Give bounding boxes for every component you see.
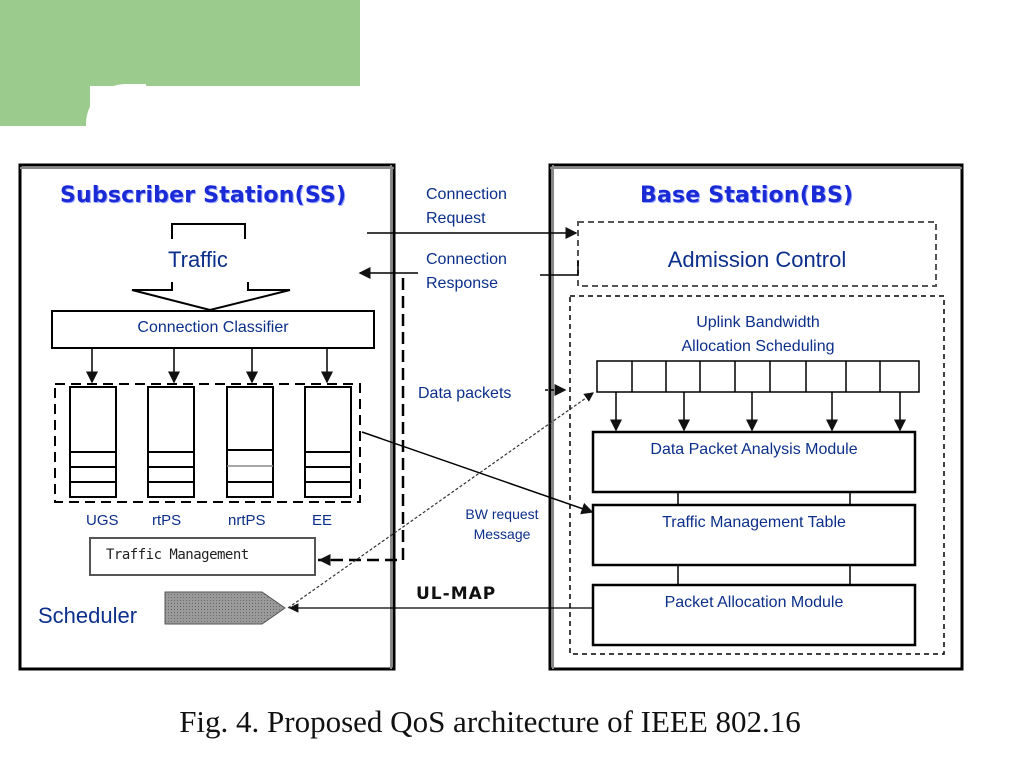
connection-response-arrow (358, 261, 579, 279)
bw-request-arrow (287, 392, 594, 609)
connection-response-line2: Response (426, 275, 499, 292)
traffic-management-table-box (591, 503, 917, 567)
bs-title: Base Station(BS) (640, 183, 854, 208)
queue-rtps (147, 386, 195, 498)
queue-ugs (69, 386, 117, 498)
queue-nrtps (226, 386, 274, 498)
connection-classifier-label: Connection Classifier (137, 319, 289, 336)
data-packets-dashed-path (318, 278, 405, 562)
connection-request-line2: Request (426, 210, 486, 227)
ss-title: Subscriber Station(SS) (60, 183, 347, 208)
bw-request-line2: Message (473, 526, 531, 542)
uplink-scheduling-label: Uplink Bandwidth Allocation Scheduling (600, 311, 916, 359)
connection-classifier-box (51, 310, 375, 349)
queue-label-ee: EE (312, 512, 333, 529)
connection-response-line1: Connection (426, 251, 507, 268)
admission-control-label: Admission Control (667, 247, 847, 272)
decorative-green-tab (0, 86, 90, 126)
decorative-green-banner (0, 0, 360, 86)
traffic-label: Traffic (168, 247, 228, 272)
uplink-scheduling-region (569, 295, 945, 655)
classifier-to-queue-arrows (86, 348, 333, 384)
module-connectors (677, 492, 851, 585)
traffic-management-table-label: Traffic Management Table (662, 514, 846, 531)
uplink-queue-bar (596, 360, 920, 393)
scheduler-label: Scheduler (38, 603, 138, 628)
uplink-scheduling-line2: Allocation Scheduling (681, 338, 835, 355)
packet-allocation-label: Packet Allocation Module (664, 594, 844, 611)
queue-ee (304, 386, 352, 498)
queue-label-ugs: UGS (86, 512, 119, 529)
figure-caption: Fig. 4. Proposed QoS architecture of IEE… (179, 704, 801, 739)
queue-group-frame (54, 383, 361, 503)
ul-map-label: UL-MAP (416, 584, 497, 604)
admission-control-box (577, 221, 937, 287)
data-packet-analysis-box (591, 430, 917, 494)
queue-label-nrtps: nrtPS (228, 512, 266, 529)
packet-allocation-box (591, 583, 917, 647)
queue-to-tmt-arrow (361, 431, 594, 515)
data-packets-label: Data packets (418, 385, 512, 402)
connection-response-label: Connection Response (426, 248, 507, 296)
queue-to-analysis-arrows (610, 392, 906, 432)
uplink-scheduling-line1: Uplink Bandwidth (696, 314, 820, 331)
queue-label-rtps: rtPS (152, 512, 182, 529)
bw-request-line1: BW request (465, 506, 539, 522)
connection-request-label: Connection Request (426, 183, 507, 231)
bw-request-label: BW request Message (450, 504, 554, 544)
ss-traffic-management-box (89, 537, 316, 576)
connection-request-line1: Connection (426, 186, 507, 203)
scheduler-shape (164, 591, 286, 625)
ss-traffic-management-label: Traffic Management (106, 547, 249, 563)
data-packet-analysis-label: Data Packet Analysis Module (650, 441, 858, 458)
